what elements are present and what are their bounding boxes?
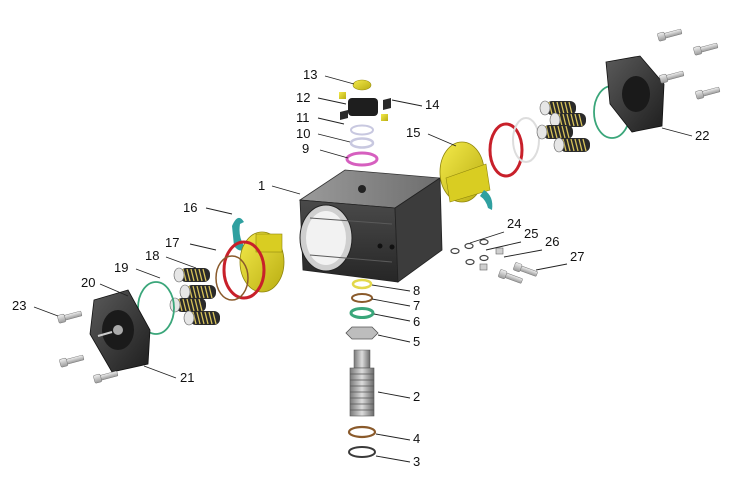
part-number-5: 5 — [413, 334, 420, 349]
right-end-assembly — [439, 27, 721, 210]
leader-line-19 — [135, 268, 161, 279]
leader-line-9 — [319, 149, 349, 159]
part-number-22: 22 — [695, 128, 709, 143]
part-number-9: 9 — [302, 141, 309, 156]
leader-line-4 — [375, 433, 411, 441]
part-number-19: 19 — [114, 260, 128, 275]
leader-line-17 — [189, 243, 217, 251]
part-number-13: 13 — [303, 67, 317, 82]
leader-line-22 — [661, 127, 693, 137]
part-number-21: 21 — [180, 370, 194, 385]
leader-line-24 — [469, 231, 505, 244]
part-number-12: 12 — [296, 90, 310, 105]
leader-line-14 — [391, 99, 423, 107]
leader-line-25 — [485, 241, 522, 251]
part-number-6: 6 — [413, 314, 420, 329]
part-number-4: 4 — [413, 431, 420, 446]
leader-line-1 — [271, 185, 301, 195]
leader-line-21 — [143, 365, 177, 379]
leader-line-23 — [33, 306, 59, 317]
part-number-3: 3 — [413, 454, 420, 469]
left-end-assembly — [56, 217, 285, 384]
leader-line-10 — [317, 133, 351, 143]
part-number-27: 27 — [570, 249, 584, 264]
part-number-11: 11 — [296, 110, 310, 125]
leader-line-3 — [375, 455, 411, 463]
part-number-23: 23 — [12, 298, 26, 313]
part-number-7: 7 — [413, 298, 420, 313]
leader-line-26 — [503, 249, 543, 258]
top-indicator-stack — [339, 79, 391, 167]
leader-line-6 — [373, 313, 411, 322]
callout-labels: 1234567891011121314151617181920212223242… — [12, 67, 709, 469]
actuator-body — [298, 169, 443, 283]
leader-line-15 — [427, 133, 457, 147]
part-number-25: 25 — [524, 226, 538, 241]
part-number-14: 14 — [425, 97, 439, 112]
leader-line-2 — [377, 391, 411, 399]
leader-line-27 — [535, 263, 568, 271]
leader-line-20 — [99, 283, 129, 297]
part-number-15: 15 — [406, 125, 420, 140]
leader-line-8 — [371, 284, 411, 292]
leader-line-13 — [324, 75, 355, 85]
part-number-24: 24 — [507, 216, 521, 231]
leader-line-11 — [317, 117, 345, 125]
leader-line-5 — [377, 334, 411, 343]
leader-line-18 — [165, 256, 197, 269]
part-number-18: 18 — [145, 248, 159, 263]
leader-line-12 — [317, 97, 347, 105]
part-number-2: 2 — [413, 389, 420, 404]
part-number-17: 17 — [165, 235, 179, 250]
leader-line-7 — [371, 298, 411, 307]
part-number-1: 1 — [258, 178, 265, 193]
hardware-small-parts — [450, 238, 539, 286]
part-number-10: 10 — [296, 126, 310, 141]
shaft-stack — [345, 278, 379, 458]
part-number-26: 26 — [545, 234, 559, 249]
part-number-8: 8 — [413, 283, 420, 298]
leader-line-16 — [205, 207, 233, 215]
part-number-20: 20 — [81, 275, 95, 290]
part-number-16: 16 — [183, 200, 197, 215]
